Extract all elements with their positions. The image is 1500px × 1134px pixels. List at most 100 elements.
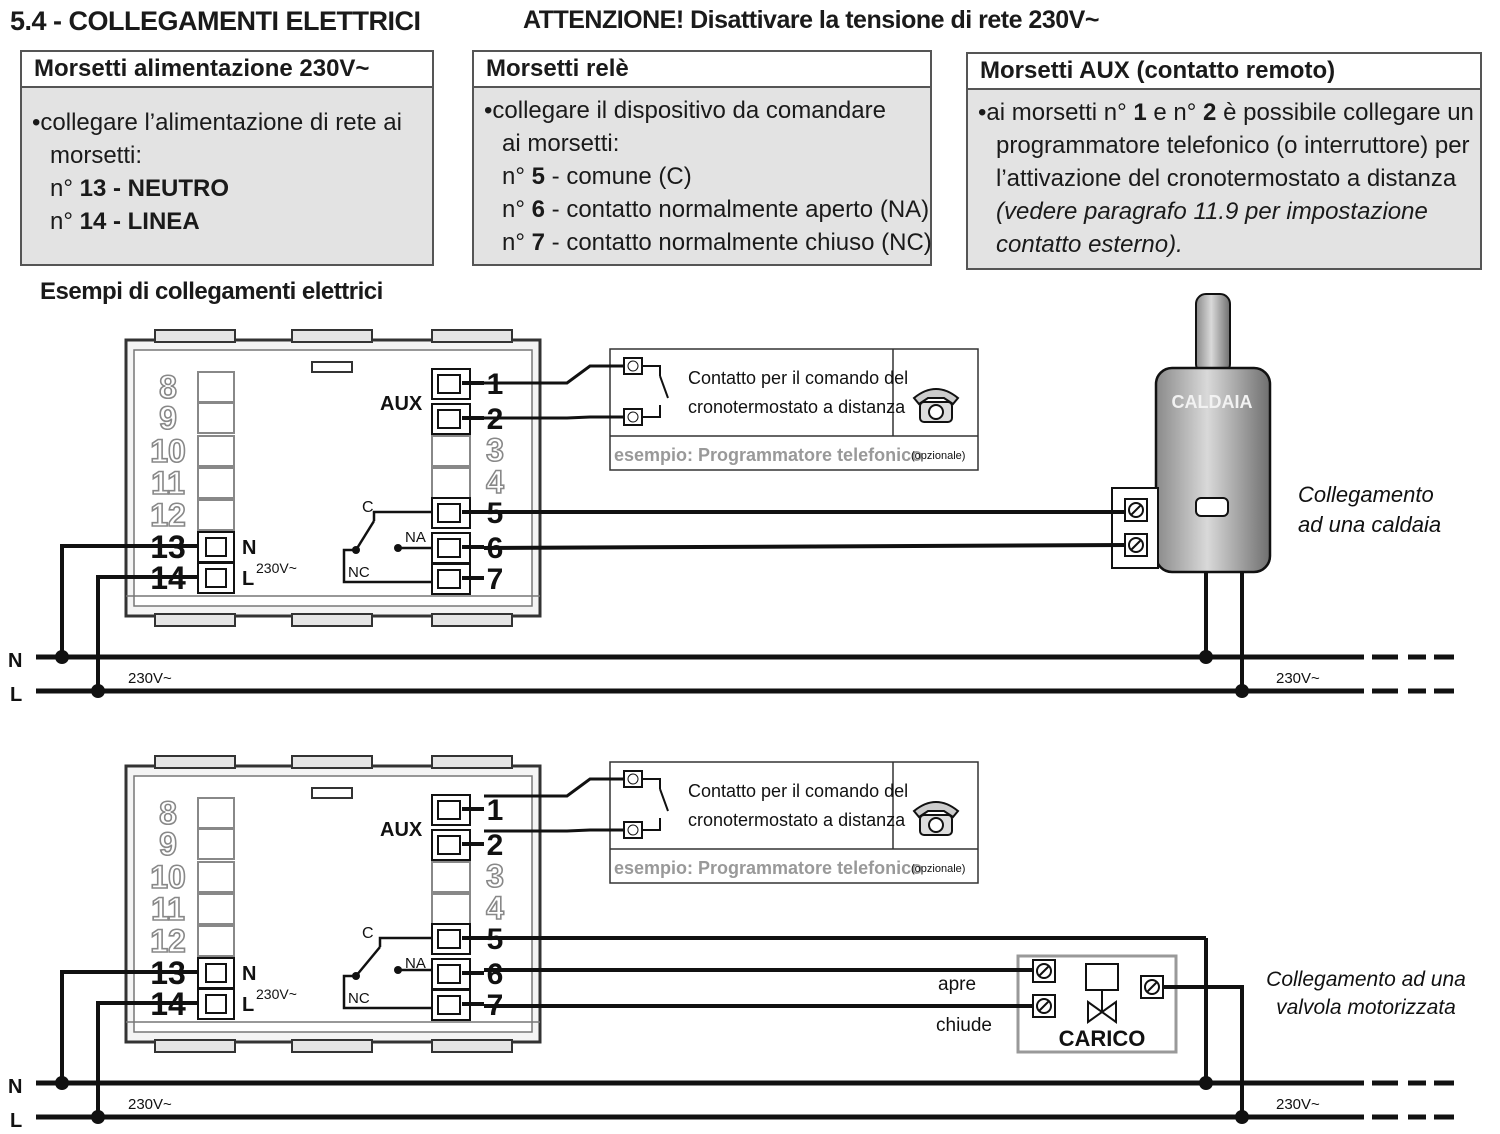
aux-box-title: Morsetti AUX (contatto remoto): [968, 54, 1480, 90]
bottom-aux-label: AUX: [380, 819, 423, 841]
bottom-terminal-num-2: 2: [487, 829, 504, 862]
bottom-phone-box: [609, 761, 979, 884]
bottom-terminal-slot-3: [431, 861, 471, 893]
relay-terminal-5: n° 5 - comune (C): [502, 163, 692, 190]
bottom-phone-example-text: esempio: Programmatore telefonico: [614, 858, 922, 878]
handset: [912, 801, 960, 819]
top-phone-term-1-screw: [627, 360, 639, 372]
screw-slot: [1038, 1000, 1050, 1012]
top-top-notch: [311, 361, 353, 373]
top-relay-nc-label: NC: [348, 564, 370, 581]
relay-line-2: ai morsetti:: [502, 130, 620, 157]
bottom-terminal-slot-8: [197, 797, 235, 829]
valve-caption-1: Collegamento ad una: [1266, 968, 1466, 991]
valve-close-label: chiude: [936, 1015, 992, 1036]
top-relay-blade: [354, 520, 376, 551]
top-phone-example-text: esempio: Programmatore telefonico: [614, 445, 922, 465]
bottom-phone-term-2-screw: [627, 824, 639, 836]
bottom-phone-text-1: Contatto per il comando del: [688, 781, 908, 801]
bottom-phone-switch-blade: [659, 788, 669, 812]
top-terminal-num-7: 7: [487, 563, 504, 596]
top-terminal-slot-9: [197, 402, 235, 434]
section-title: 5.4 - COLLEGAMENTI ELETTRICI: [10, 6, 421, 36]
top-terminal-slot-4: [431, 467, 471, 499]
top-phone-text-2: cronotermostato a distanza: [688, 397, 906, 417]
boiler-label: CALDAIA: [1172, 392, 1253, 412]
bottom-terminal-num-4: 4: [486, 890, 504, 926]
power-box-title: Morsetti alimentazione 230V~: [22, 52, 432, 88]
bottom-terminal-clamp-1: [437, 800, 461, 820]
top-phone-switch-lower: [642, 405, 661, 418]
top-terminal-slot-10: [197, 435, 235, 467]
bottom-terminal-slot-9: [197, 828, 235, 860]
boiler-terminal-1: [1124, 498, 1148, 522]
bottom-relay-common-wire: [378, 936, 432, 947]
relay-box-title: Morsetti relè: [474, 52, 930, 88]
top-230v-label: 230V~: [256, 560, 297, 576]
valve-open-label: apre: [938, 974, 976, 995]
top-phone-switch-blade: [659, 375, 669, 399]
top-clip-bottom-0: [154, 613, 236, 627]
bottom-terminal-slot-10: [197, 861, 235, 893]
screw-slot: [1130, 504, 1142, 516]
top-wire-6-to-boiler: [483, 543, 1126, 550]
top-phone-text-1: Contatto per il comando del: [688, 368, 908, 388]
aux-line-4: (vedere paragrafo 11.9 per impostazione: [996, 198, 1428, 225]
bottom-thermostat-face: [133, 775, 533, 1033]
bottom-230v-label: 230V~: [256, 986, 297, 1002]
power-line-2: morsetti:: [50, 142, 143, 169]
bottom-relay-nc-label: NC: [348, 990, 370, 1007]
top-relay-c-label: C: [362, 499, 374, 516]
bottom-clip-top-2: [431, 755, 513, 769]
bottom-n-label: N: [242, 963, 256, 985]
bottom-terminal-num-10: 10: [150, 859, 186, 895]
boiler-line-dot: [1235, 684, 1249, 698]
bottom-relay-c-label: C: [362, 925, 374, 942]
top-phone-box: [609, 348, 979, 471]
top-terminal-slot-12: [197, 499, 235, 531]
bottom-terminal-num-6: 6: [487, 958, 504, 991]
top-relay-nc-wire: [342, 548, 432, 584]
bottom-telephone-icon: [912, 801, 960, 836]
handset: [912, 388, 960, 406]
bottom-phone-term-1-screw: [627, 773, 639, 785]
power-terminals-box: Morsetti alimentazione 230V~ collegare l…: [20, 50, 434, 266]
relay-terminals-box: Morsetti relè collegare il dispositivo d…: [472, 50, 932, 266]
bottom-top-notch: [311, 787, 353, 799]
top-terminal-clamp-2: [437, 409, 461, 429]
top-clip-top-2: [431, 329, 513, 343]
top-terminal-num-3: 3: [486, 432, 504, 468]
dial: [928, 817, 944, 833]
top-n-label: N: [242, 537, 256, 559]
boiler-caption-2: ad una caldaia: [1298, 512, 1441, 537]
bottom-phone-optional-text: (opzionale): [911, 863, 965, 875]
bottom-phone-text-2: cronotermostato a distanza: [688, 810, 906, 830]
bottom-terminal-slot-12: [197, 925, 235, 957]
bottom-aux-wire-1: [484, 777, 624, 798]
bottom-terminal-num-1: 1: [487, 794, 504, 827]
bottom-aux-wire-2: [484, 828, 624, 833]
aux-line-1: ai morsetti n° 1 e n° 2 è possibile coll…: [978, 96, 1474, 129]
top-terminal-num-12: 12: [150, 497, 186, 533]
boiler-body: [1154, 366, 1272, 574]
valve-terminal-common: [1140, 975, 1164, 999]
boiler-caption-1: Collegamento: [1298, 482, 1434, 507]
top-clip-bottom-2: [431, 613, 513, 627]
top-terminal-clamp-1: [437, 374, 461, 394]
bottom-relay-na-label: NA: [405, 955, 426, 972]
top-clip-top-0: [154, 329, 236, 343]
top-l-label: L: [242, 568, 254, 590]
boiler-terminal-2: [1124, 533, 1148, 557]
relay-line-1: collegare il dispositivo da comandare: [484, 94, 922, 127]
valve-icon: [1087, 1000, 1117, 1024]
aux-line-3: l’attivazione del cronotermostato a dist…: [996, 165, 1457, 192]
top-relay-na-label: NA: [405, 529, 426, 546]
bottom-bus-voltage-left: 230V~: [128, 1096, 172, 1113]
top-phone-optional-text: (opzionale): [911, 450, 965, 462]
top-clip-bottom-1: [291, 613, 373, 627]
top-clip-top-1: [291, 329, 373, 343]
top-bus-voltage-left: 230V~: [128, 670, 172, 687]
bottom-terminal-slot-4: [431, 893, 471, 925]
top-terminal-num-11: 11: [151, 465, 185, 501]
